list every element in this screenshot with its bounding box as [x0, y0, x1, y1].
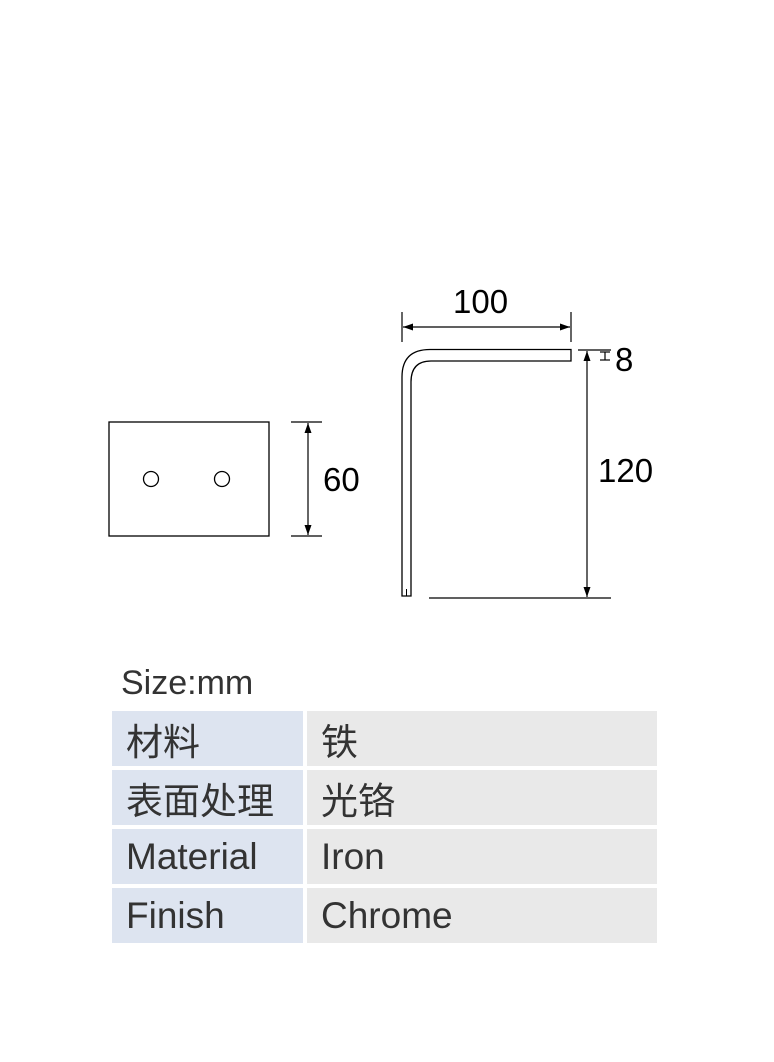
table-row: Material Iron	[112, 829, 657, 884]
spec-value-material-cn: 铁	[307, 711, 657, 766]
thickness-label: 8	[615, 341, 633, 378]
mounting-hole-left	[142, 470, 160, 488]
spec-value-finish-cn: 光铬	[307, 770, 657, 825]
table-row: 材料 铁	[112, 711, 657, 766]
plate-height-label: 60	[323, 461, 360, 498]
mounting-hole-right	[213, 470, 231, 488]
spec-key-finish-cn: 表面处理	[112, 770, 303, 825]
size-unit-label: Size:mm	[121, 664, 254, 702]
spec-key-material: Material	[112, 829, 303, 884]
thickness-dimension: 8	[578, 341, 633, 378]
height-label: 120	[598, 452, 653, 489]
spec-value-material: Iron	[307, 829, 657, 884]
plate-outline	[108, 421, 270, 537]
plate-front-view	[108, 421, 270, 537]
spec-key-material-cn: 材料	[112, 711, 303, 766]
bracket-side-view	[401, 348, 611, 599]
spec-key-finish: Finish	[112, 888, 303, 943]
width-label: 100	[453, 283, 508, 320]
spec-value-finish: Chrome	[307, 888, 657, 943]
spec-table: 材料 铁 表面处理 光铬 Material Iron Finish Chrome	[108, 707, 661, 947]
plate-height-dimension: 60	[291, 421, 360, 537]
table-row: 表面处理 光铬	[112, 770, 657, 825]
bracket-outline	[401, 348, 572, 597]
width-dimension: 100	[401, 283, 572, 342]
technical-drawing: 60 100 8 120	[108, 283, 653, 599]
height-dimension: 120	[583, 351, 653, 597]
table-row: Finish Chrome	[112, 888, 657, 943]
